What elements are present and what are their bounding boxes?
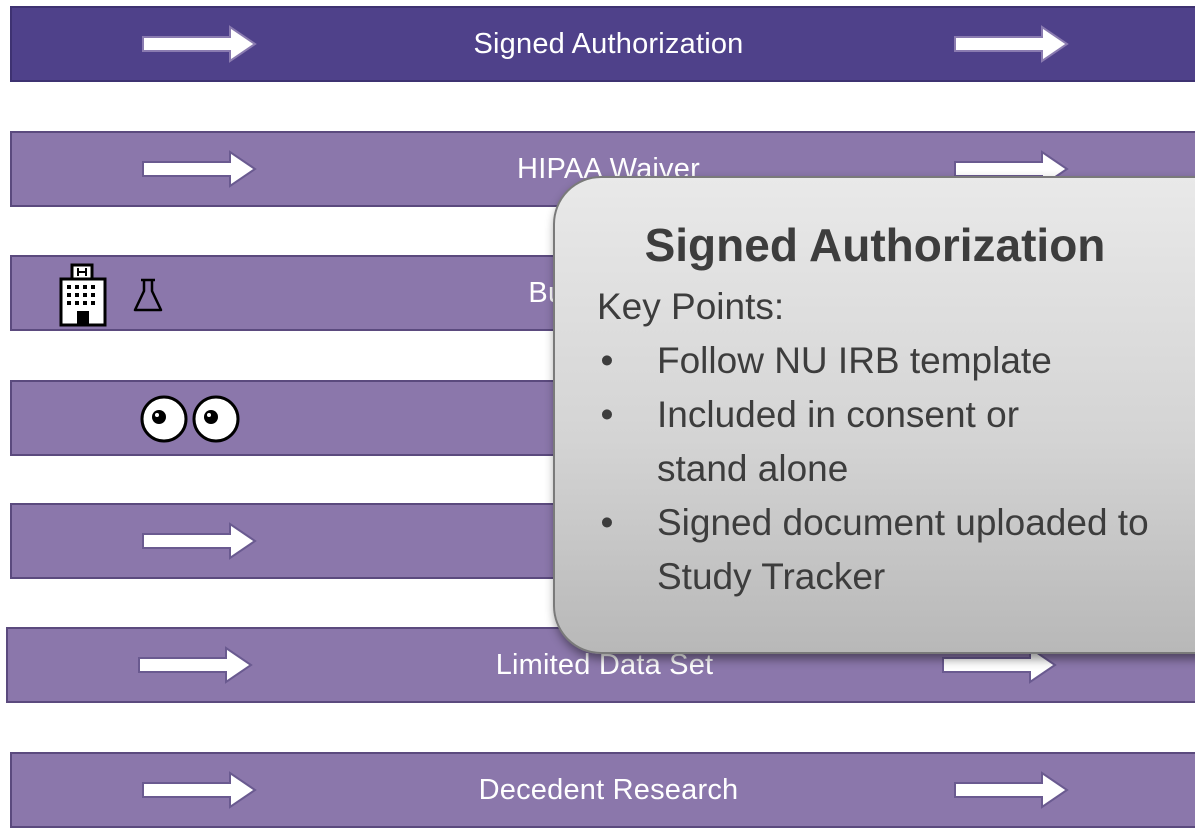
bar-label: Decedent Research (478, 773, 739, 806)
key-points-list: • Follow NU IRB template • Included in con… (587, 334, 1195, 604)
bar-decedent-research[interactable]: Decedent Research (10, 752, 1195, 828)
callout-subtitle: Key Points: (597, 286, 785, 327)
bullet-text: Included in consent or stand alone (657, 394, 1020, 489)
right-arrow-icon (954, 25, 1069, 63)
bar-label: Signed Authorization (473, 27, 744, 60)
bullet-text: Signed document uploaded to Study Tracke… (657, 502, 1149, 597)
list-item: • Signed document uploaded to Study Track… (587, 496, 1195, 604)
bar-signed-authorization[interactable]: Signed Authorization (10, 6, 1195, 82)
bullet-icon: • (600, 502, 614, 543)
list-item: • Follow NU IRB template (587, 334, 1195, 388)
flask-icon (133, 278, 163, 312)
bullet-icon: • (600, 394, 614, 435)
bullet-text: Follow NU IRB template (657, 340, 1052, 381)
right-arrow-icon (142, 25, 257, 63)
right-arrow-icon (142, 522, 257, 560)
hospital-building-icon (59, 263, 107, 327)
right-arrow-icon (142, 150, 257, 188)
right-arrow-icon (138, 646, 253, 684)
eyes-icon (140, 395, 240, 443)
signed-authorization-callout: Signed Authorization Key Points: • Follow… (553, 176, 1195, 654)
right-arrow-icon (142, 771, 257, 809)
list-item: • Included in consent or stand alone (587, 388, 1077, 496)
right-arrow-icon (954, 771, 1069, 809)
callout-title: Signed Authorization (644, 219, 1106, 271)
bullet-icon: • (600, 340, 614, 381)
right-arrow-icon (942, 646, 1057, 684)
